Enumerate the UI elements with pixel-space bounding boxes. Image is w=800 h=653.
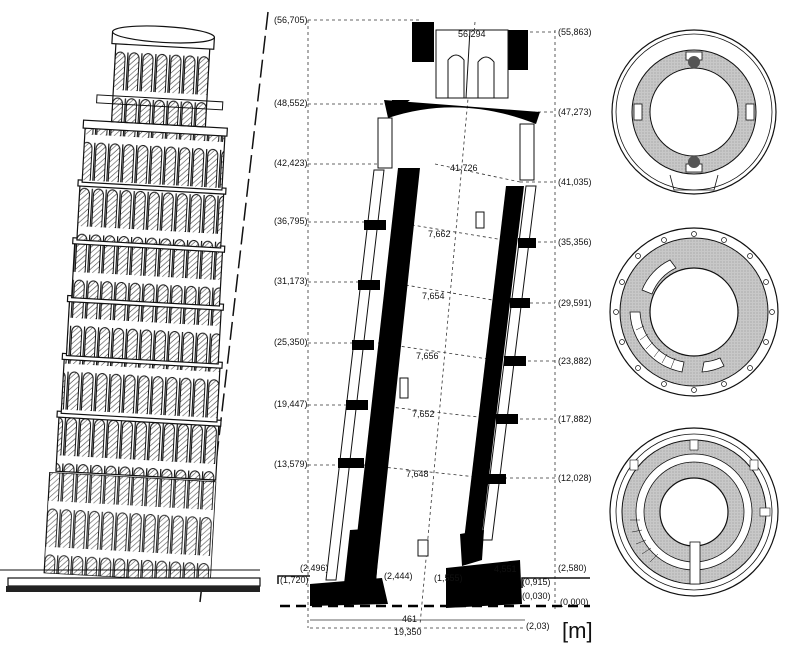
tower-sketch-drawing (0, 11, 269, 603)
elevation-right-floor-6: (41,035) (558, 177, 592, 187)
tower-cross-section: (56,705) (48,552) (42,423) (36,795) (31,… (270, 0, 600, 653)
plan-ground-level (609, 427, 779, 597)
elevation-left-floor-4: (31,173) (274, 276, 308, 286)
plan-belfry (611, 29, 777, 195)
elevation-left-floor-1: (13,579) (274, 459, 308, 469)
elevation-right-floor-4: (29,591) (558, 298, 592, 308)
elevation-left-floor-6: (42,423) (274, 158, 308, 168)
elevation-left-base-top: (2,496) (300, 563, 329, 573)
elevation-left-floor-3: (25,350) (274, 337, 308, 347)
plan-mid-level (609, 227, 779, 397)
elevation-right-belfry: (47,273) (558, 107, 592, 117)
elevation-right-foundation: (2,03) (526, 621, 550, 631)
elevation-right-ground: (0,000) (560, 597, 589, 607)
elevation-right-floor-2: (17,882) (558, 414, 592, 424)
elevation-right-top: (55,863) (558, 27, 592, 37)
elevation-right-base-mid: (0,915) (522, 577, 551, 587)
dim-shaft-height: 41,726 (450, 163, 478, 173)
tower-elevation-sketch (0, 0, 270, 653)
dim-belfry-height: 56,294 (458, 29, 486, 39)
tower-plans (600, 0, 800, 653)
plans-drawing (609, 29, 779, 597)
elevation-left-floor-5: (36,795) (274, 216, 308, 226)
dim-story-4: 7,654 (422, 291, 445, 301)
elevation-left-base: (1,720) (280, 575, 309, 585)
dim-story-3: 7,656 (416, 351, 439, 361)
section-drawing (277, 19, 590, 629)
dim-story-2: 7,652 (412, 409, 435, 419)
dim-story-1: 7,648 (406, 469, 429, 479)
elevation-right-floor-1: (12,028) (558, 473, 592, 483)
elevation-right-base-low: (0,030) (522, 591, 551, 601)
elevation-left-floor-2: (19,447) (274, 399, 308, 409)
dim-base-center: (1,555) (434, 573, 463, 583)
dim-bottom-offset: 461 (402, 614, 418, 624)
elevation-right-floor-3: (23,882) (558, 356, 592, 366)
dim-bottom-diameter: 19,350 (394, 627, 422, 637)
dim-base-right: 4,551 (494, 564, 517, 574)
dim-story-5: 7,662 (428, 229, 451, 239)
elevation-right-floor-5: (35,356) (558, 237, 592, 247)
elevation-left-belfry: (48,552) (274, 98, 308, 108)
elevation-left-top: (56,705) (274, 15, 308, 25)
dim-base-left: (2,444) (384, 571, 413, 581)
elevation-right-base-top: (2,580) (558, 563, 587, 573)
unit-label: [m] (562, 618, 593, 643)
